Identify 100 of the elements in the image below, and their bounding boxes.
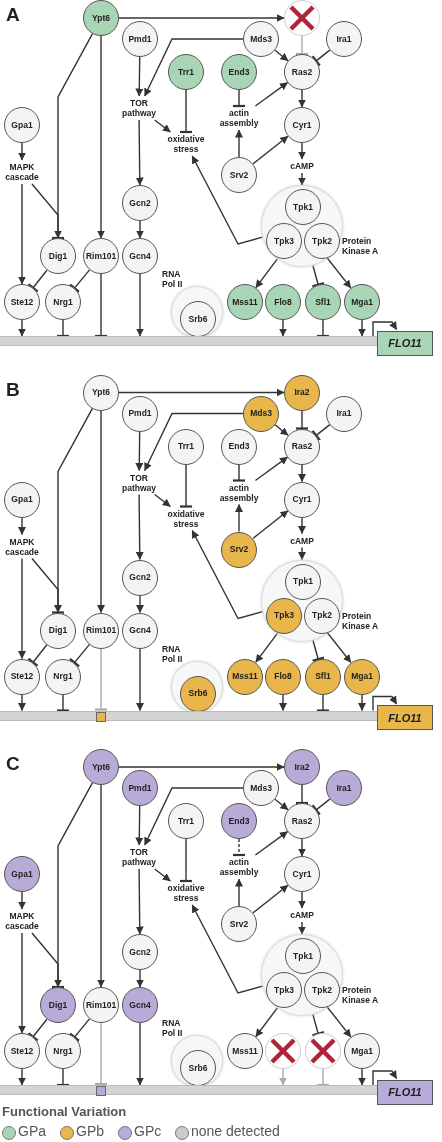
gene-circle: Dig1: [40, 238, 76, 274]
arrow: [154, 868, 171, 882]
panel-letter: B: [6, 378, 20, 401]
arrow: [135, 119, 144, 186]
gene-circle: End3: [221, 54, 257, 90]
arrow: [326, 632, 352, 664]
arrow: [279, 1068, 287, 1086]
gene-circle: Ras2: [284, 428, 320, 465]
gene-circle: Sfl1: [305, 658, 341, 695]
inhibition-line: [93, 273, 109, 338]
gene-circle: Gpa1: [4, 481, 40, 518]
gene-circle: Gcn2: [122, 934, 158, 970]
arrow: [255, 1007, 279, 1038]
arrow: [54, 33, 94, 239]
gene-circle: Gpa1: [4, 856, 40, 892]
inhibition-line: [31, 557, 66, 614]
gene-circle: Nrg1: [45, 284, 81, 320]
arrow: [136, 273, 144, 337]
inhibition-line: [55, 1068, 71, 1087]
gene-circle: Ste12: [4, 284, 40, 320]
complex-label: Protein Kinase A: [342, 610, 380, 631]
arrow: [136, 1022, 144, 1086]
arrow: [252, 135, 289, 165]
arrow: [191, 904, 264, 994]
gene-circle: Tpk2: [304, 223, 340, 259]
gene-circle: Tpk3: [266, 223, 302, 259]
pathway-label: MAPK cascade: [1, 161, 43, 183]
arrow: [136, 594, 144, 614]
pathway-label: TOR pathway: [118, 846, 160, 868]
inhibition-line: [55, 319, 71, 338]
gene-circle: Tpk2: [304, 597, 340, 634]
legend-label: GPa: [18, 1123, 46, 1139]
arrow: [135, 493, 144, 561]
gene-circle: Nrg1: [45, 658, 81, 695]
gene-circle: Tpk1: [285, 189, 321, 225]
inhibition-line: [311, 798, 331, 816]
arrow: [358, 1068, 366, 1086]
gene-circle: Ste12: [4, 658, 40, 695]
gene-circle: Rim101: [83, 987, 119, 1023]
inhibition-line: [231, 89, 247, 108]
arrow: [144, 787, 244, 846]
gene-circle: Ira2: [284, 374, 320, 411]
arrow: [326, 257, 352, 289]
inhibition-line: [178, 89, 194, 134]
pathway-label: cAMP: [287, 909, 317, 921]
inhibition-line: [31, 183, 66, 240]
gene-circle: Gcn4: [122, 612, 158, 649]
arrow: [298, 546, 306, 561]
pathway-label: oxidative stress: [162, 882, 210, 904]
arrow: [298, 89, 306, 108]
site-marker: [96, 711, 106, 722]
gene-circle: Mss11: [227, 658, 263, 695]
arrow: [279, 693, 287, 712]
gene-circle: Trr1: [168, 54, 204, 90]
gene-circle: Mds3: [243, 21, 279, 57]
gene-circle: Ste12: [4, 1033, 40, 1069]
inhibition-line: [27, 1018, 48, 1042]
complex-label: RNA Pol II: [162, 269, 184, 289]
gene-circle: Ypt6: [83, 749, 119, 785]
arrow: [372, 321, 398, 337]
arrow: [255, 258, 279, 289]
arrow: [144, 412, 244, 472]
gene-circle: Mga1: [344, 658, 380, 695]
arrow: [18, 516, 26, 536]
pathway-label: actin assembly: [216, 856, 262, 878]
pathway-label: actin assembly: [216, 481, 262, 504]
arrow: [298, 921, 306, 935]
gene-circle: Srb6: [180, 675, 216, 712]
inhibition-line: [68, 1018, 91, 1042]
crossed-out-circle: [265, 1033, 301, 1069]
arrow: [97, 409, 105, 614]
arrow: [18, 932, 26, 1034]
arrow: [118, 388, 285, 397]
pathway-label: TOR pathway: [118, 97, 160, 119]
gene-circle: Cyr1: [284, 481, 320, 518]
arrow: [298, 516, 306, 535]
arrow: [274, 424, 289, 436]
gene-circle: Mds3: [243, 770, 279, 806]
arrow: [358, 319, 366, 337]
gene-circle: Tpk3: [266, 597, 302, 634]
arrow: [191, 529, 264, 620]
gene-circle: Pmd1: [122, 395, 158, 432]
panel-letter: A: [6, 4, 20, 26]
gene-circle: Ypt6: [83, 0, 119, 36]
gene-circle: Trr1: [168, 803, 204, 839]
arrow: [235, 503, 243, 533]
site-marker: [96, 1086, 106, 1096]
gene-box: FLO11: [377, 1079, 433, 1105]
arrow: [154, 119, 171, 133]
inhibition-line: [231, 838, 247, 857]
gene-circle: Gcn4: [122, 238, 158, 274]
arrow: [298, 463, 306, 483]
arrow: [372, 695, 398, 712]
gene-circle: Mga1: [344, 284, 380, 320]
pathway-label: MAPK cascade: [1, 910, 43, 932]
pathway-label: cAMP: [287, 160, 317, 172]
inhibition-line: [294, 35, 310, 56]
arrow: [136, 647, 144, 712]
gene-circle: Ras2: [284, 803, 320, 839]
arrow: [136, 969, 144, 988]
